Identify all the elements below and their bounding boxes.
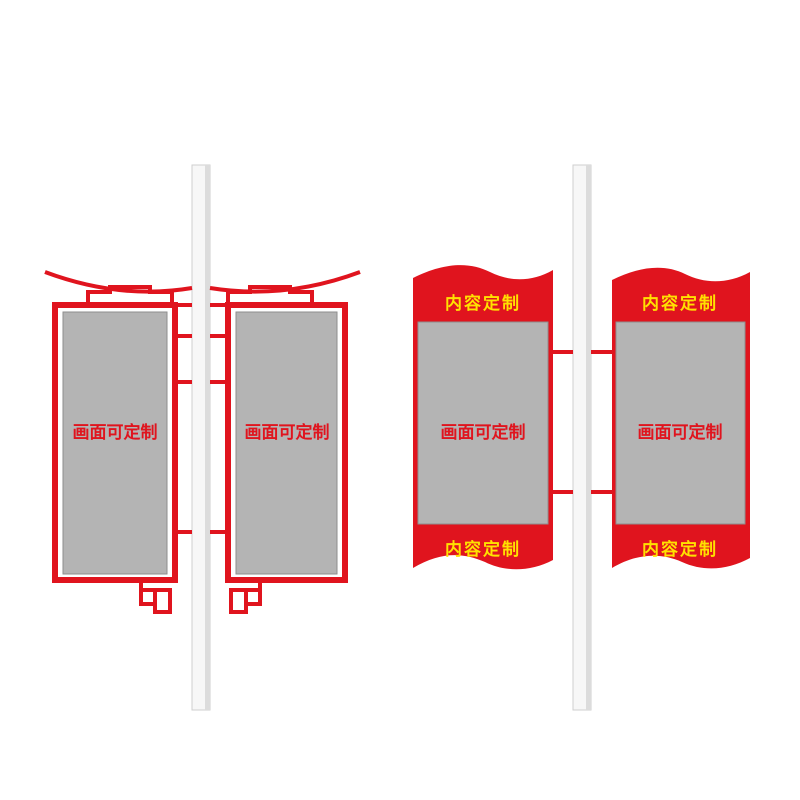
- left-frame-b-panel: [235, 311, 338, 575]
- right-pole-group: 内容定制 画面可定制 内容定制 内容定制 画面可定制 内容定制: [413, 164, 750, 711]
- right-banner-a-bottom-caption: 内容定制: [445, 539, 521, 560]
- right-banner-b-panel: [615, 321, 746, 525]
- right-connectors: [553, 350, 613, 494]
- left-pole-shadow: [205, 165, 210, 710]
- left-pole-group: 画面可定制 画面可定制: [44, 164, 361, 711]
- right-banner-a-panel: [417, 321, 549, 525]
- right-banner-b-text: 画面可定制: [638, 422, 723, 443]
- left-frame-b-border: [225, 302, 348, 583]
- right-banner-a-top-caption: 内容定制: [445, 293, 521, 314]
- right-banner-a-text: 画面可定制: [441, 422, 526, 443]
- left-frame-a-border: [52, 302, 178, 583]
- left-roof-curve-left: [44, 270, 193, 294]
- left-frame-a-panel: [62, 311, 168, 575]
- right-banner-b-bottom-caption: 内容定制: [642, 539, 718, 560]
- right-banner-b-top-caption: 内容定制: [642, 293, 718, 314]
- right-pole-shadow: [586, 165, 591, 710]
- left-frame-b-text: 画面可定制: [245, 422, 330, 443]
- left-frame-a-text: 画面可定制: [73, 422, 158, 443]
